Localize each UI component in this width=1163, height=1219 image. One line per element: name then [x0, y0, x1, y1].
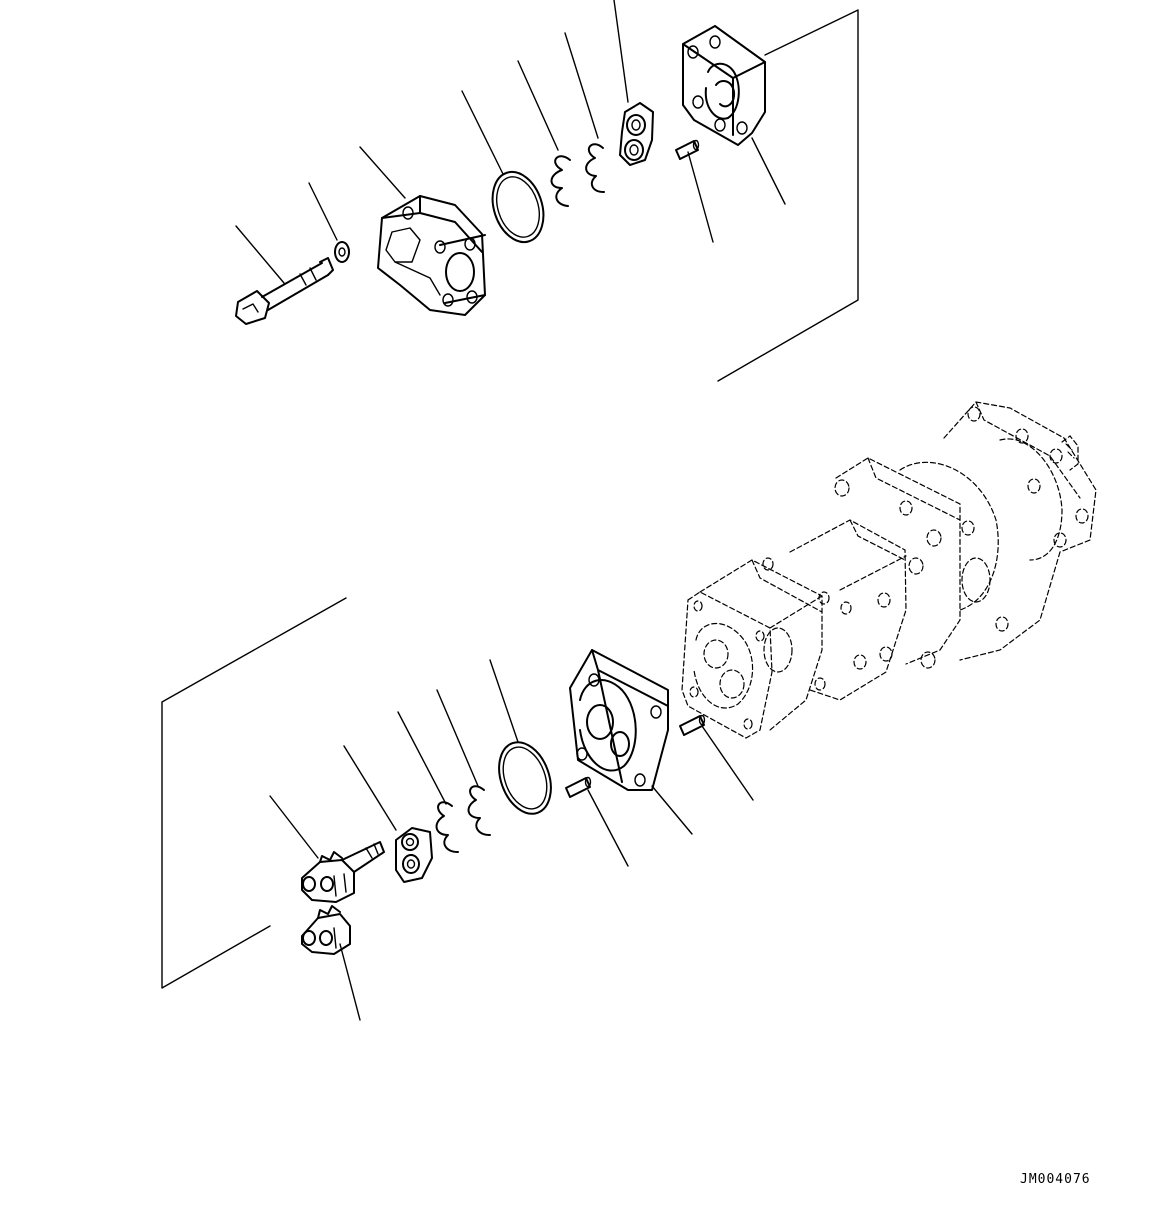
- lower-dowel-pin-a: [565, 776, 592, 798]
- lower-o-ring: [498, 741, 552, 815]
- lower-dowel-pin-b: [679, 714, 706, 736]
- upper-assembly-group: [235, 0, 859, 382]
- lower-group-bracket: [161, 597, 347, 989]
- drawing-id-label: JM004076: [1020, 1172, 1091, 1187]
- upper-group-bracket: [717, 9, 859, 382]
- upper-seal-ring-b: [585, 143, 605, 193]
- lower-leader-lines: [269, 659, 754, 1021]
- upper-leader-lines: [235, 0, 786, 284]
- lower-seal-ring-a: [435, 801, 459, 853]
- driven-gear: [301, 905, 351, 955]
- upper-dowel-pin: [675, 139, 700, 160]
- lower-wear-plate: [395, 827, 433, 883]
- lower-seal-ring-b: [467, 785, 491, 836]
- upper-housing-block: [682, 25, 766, 146]
- upper-seal-ring-a: [550, 155, 571, 207]
- upper-bolt: [235, 257, 334, 325]
- main-pump-body-phantom: [681, 401, 1097, 739]
- upper-wear-plate: [619, 102, 654, 166]
- upper-o-ring: [491, 170, 545, 244]
- lower-assembly-group: [161, 597, 754, 1021]
- drive-gear-shaft: [301, 841, 385, 903]
- lower-cover-plate: [569, 649, 669, 791]
- upper-washer: [334, 241, 350, 263]
- upper-cover-block: [377, 195, 486, 316]
